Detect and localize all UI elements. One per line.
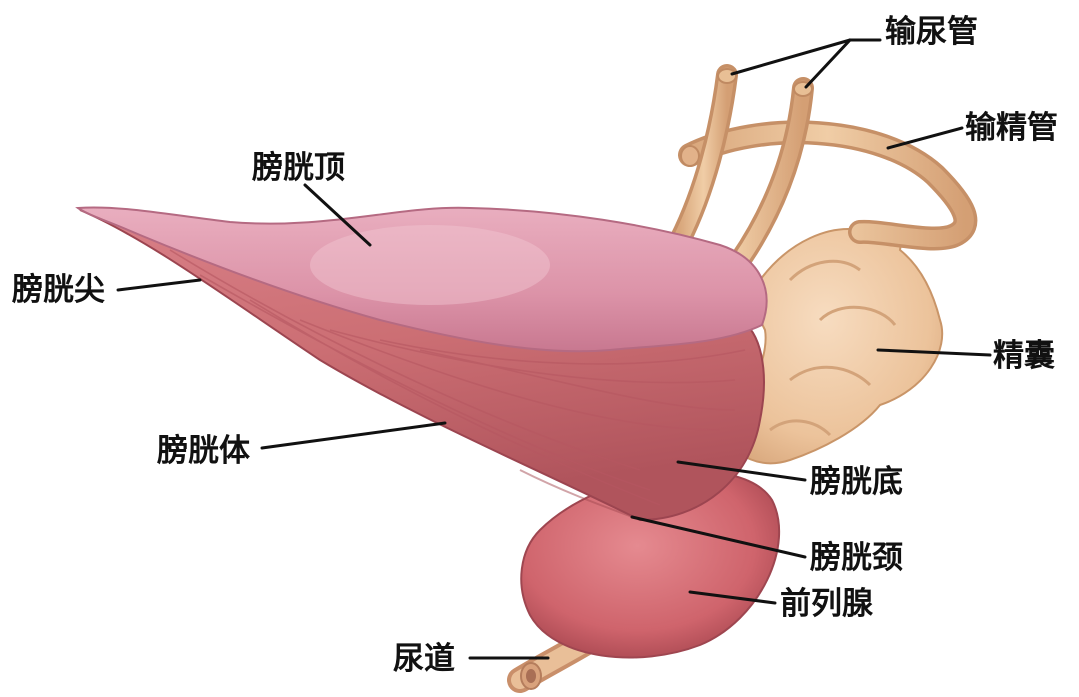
leader-bladder-body (262, 423, 445, 448)
bladder-top-shape (78, 207, 767, 351)
label-bladder-fundus: 膀胱底 (810, 464, 903, 500)
leader-vas-deferens (888, 128, 962, 148)
label-seminal-vesicle: 精囊 (993, 338, 1055, 374)
label-bladder-tip: 膀胱尖 (12, 272, 105, 308)
label-ureter: 输尿管 (885, 14, 978, 50)
label-bladder-body: 膀胱体 (157, 433, 250, 469)
label-prostate: 前列腺 (780, 586, 874, 622)
label-bladder-top: 膀胱顶 (252, 150, 345, 186)
label-bladder-neck: 膀胱颈 (810, 540, 903, 576)
label-vas-deferens: 输精管 (965, 110, 1058, 146)
leader-bladder-tip (118, 280, 200, 290)
seminal-vesicle-shape (730, 223, 942, 463)
label-urethra: 尿道 (393, 641, 455, 677)
